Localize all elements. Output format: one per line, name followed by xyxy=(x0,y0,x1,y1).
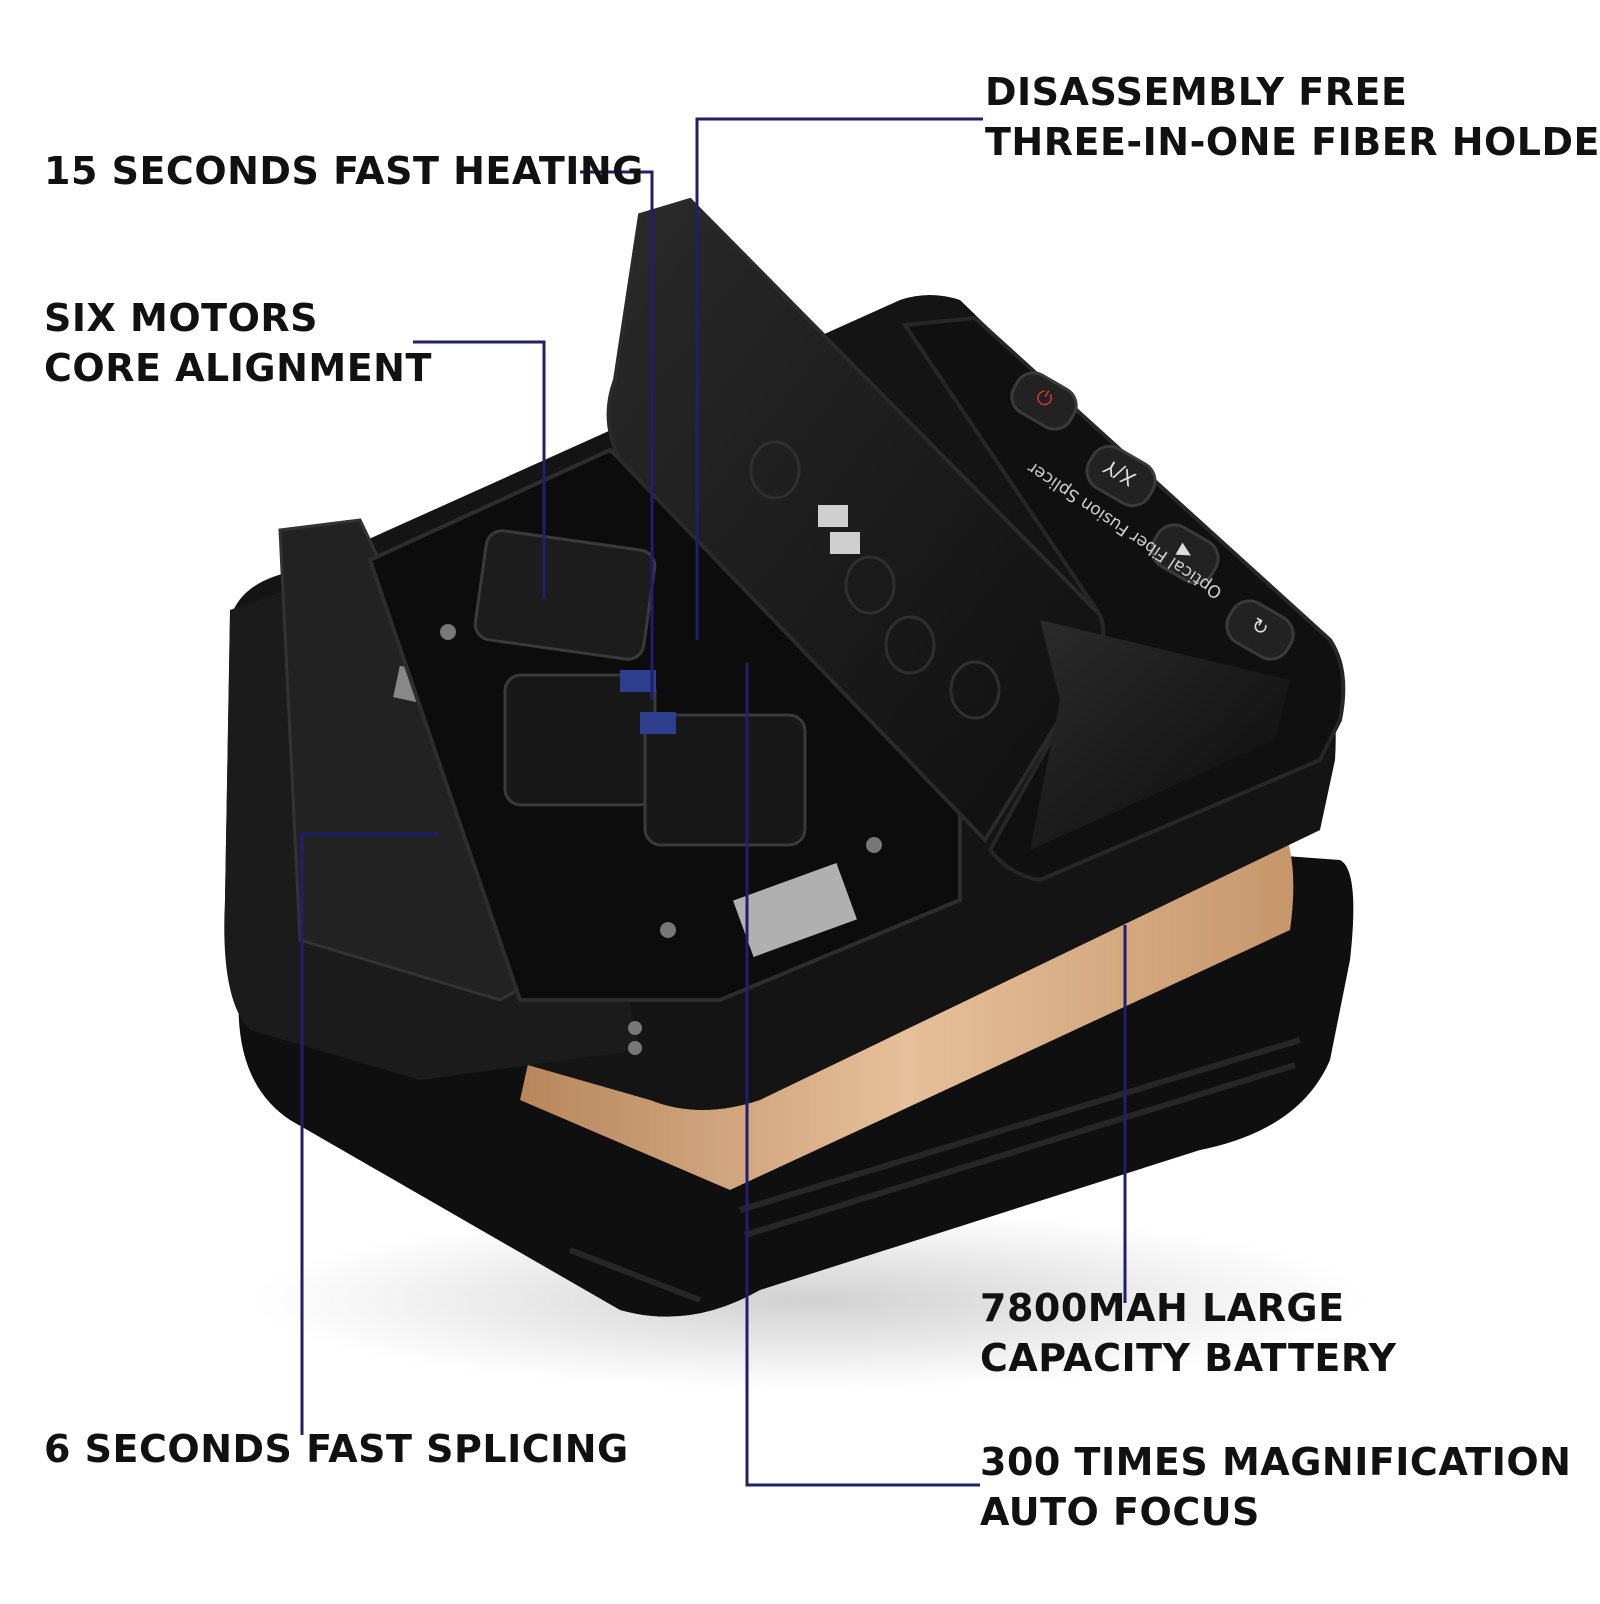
callout-magnification-line2: AUTO FOCUS xyxy=(980,1490,1260,1534)
reset-icon: ↻ xyxy=(1246,612,1274,642)
v-groove-right xyxy=(640,712,676,734)
right-clamp xyxy=(643,713,807,847)
callout-battery: 7800MAH LARGE CAPACITY BATTERY xyxy=(980,1283,1397,1383)
callout-heating-line1: 15 SECONDS FAST HEATING xyxy=(44,149,644,193)
monitor-screen xyxy=(1030,620,1290,850)
callout-magnification-line1: 300 TIMES MAGNIFICATION xyxy=(980,1440,1572,1484)
callout-battery-line1: 7800MAH LARGE xyxy=(980,1286,1345,1330)
left-clamp xyxy=(503,673,657,807)
power-icon: ⏻ xyxy=(1031,383,1058,413)
lid-clip-upper xyxy=(818,505,848,527)
callout-six-motors: SIX MOTORS CORE ALIGNMENT xyxy=(44,293,432,393)
v-groove-left xyxy=(620,670,656,692)
xy-swap-icon: X/Y xyxy=(1099,454,1140,492)
left-fiber-holder xyxy=(473,529,657,661)
callout-magnification: 300 TIMES MAGNIFICATION AUTO FOCUS xyxy=(980,1437,1571,1537)
callout-holder-line1: DISASSEMBLY FREE xyxy=(985,70,1408,114)
callout-fiber-holder: DISASSEMBLY FREE THREE-IN-ONE FIBER HOLD… xyxy=(985,67,1600,167)
callout-motors-line1: SIX MOTORS xyxy=(44,296,319,340)
callout-fast-heating: 15 SECONDS FAST HEATING xyxy=(44,146,644,196)
callout-splicing-line1: 6 SECONDS FAST SPLICING xyxy=(44,1427,629,1471)
callout-fast-splicing: 6 SECONDS FAST SPLICING xyxy=(44,1424,629,1474)
callout-holder-line2: THREE-IN-ONE FIBER HOLDER xyxy=(985,120,1600,164)
callout-motors-line2: CORE ALIGNMENT xyxy=(44,346,432,390)
callout-battery-line2: CAPACITY BATTERY xyxy=(980,1336,1397,1380)
lid-clip-lower xyxy=(830,532,860,554)
